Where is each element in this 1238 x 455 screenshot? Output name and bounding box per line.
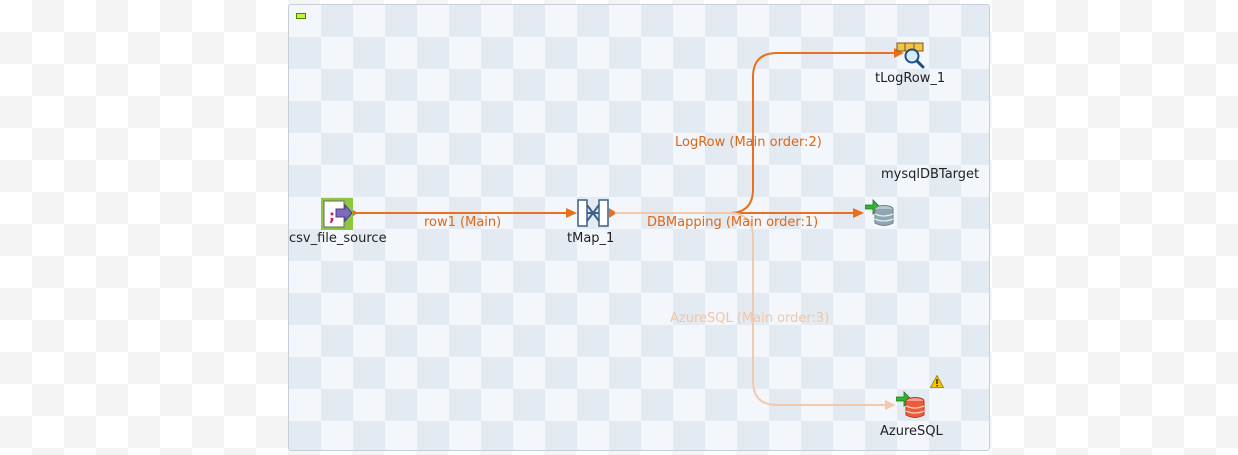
- component-label-csv-file-source: csv_file_source: [289, 231, 387, 246]
- component-csv-file-source[interactable]: ;: [321, 198, 353, 230]
- component-label-azuresql: AzureSQL: [880, 424, 943, 439]
- component-mysqldbtarget[interactable]: [864, 197, 897, 229]
- link-label-azuresql[interactable]: AzureSQL (Main order:3): [670, 311, 830, 326]
- component-label-tmap: tMap_1: [567, 231, 615, 246]
- component-label-mysql: mysqlDBTarget: [881, 167, 980, 182]
- component-tmap[interactable]: [577, 197, 609, 229]
- csv-file-input-icon: ;: [321, 198, 353, 230]
- component-azuresql[interactable]: [895, 389, 928, 421]
- job-canvas[interactable]: ; csv_file_source row1 (Main) tMap_1 Log…: [288, 4, 990, 451]
- link-label-dbmapping[interactable]: DBMapping (Main order:1): [647, 215, 819, 230]
- database-output-icon: [895, 391, 925, 418]
- links-layer: [350, 48, 904, 410]
- link-row1-end-arrow: [566, 208, 577, 218]
- canvas-marker: [296, 13, 306, 19]
- link-dbmapping-start-arrow: [609, 208, 617, 218]
- svg-text:;: ;: [329, 207, 335, 225]
- component-tlogrow[interactable]: [895, 41, 929, 69]
- link-azuresql-end-arrow: [885, 400, 896, 410]
- tmap-icon: [577, 199, 609, 227]
- log-row-magnifier-icon: [896, 42, 925, 69]
- link-label-logrow[interactable]: LogRow (Main order:2): [675, 135, 822, 150]
- database-output-icon: [864, 199, 894, 226]
- link-azuresql[interactable]: [615, 212, 896, 410]
- link-logrow[interactable]: [615, 48, 904, 214]
- link-dbmapping-end-arrow: [853, 208, 864, 218]
- warning-icon[interactable]: [929, 373, 945, 388]
- component-label-tlogrow: tLogRow_1: [875, 71, 946, 86]
- link-label-row1[interactable]: row1 (Main): [424, 215, 502, 230]
